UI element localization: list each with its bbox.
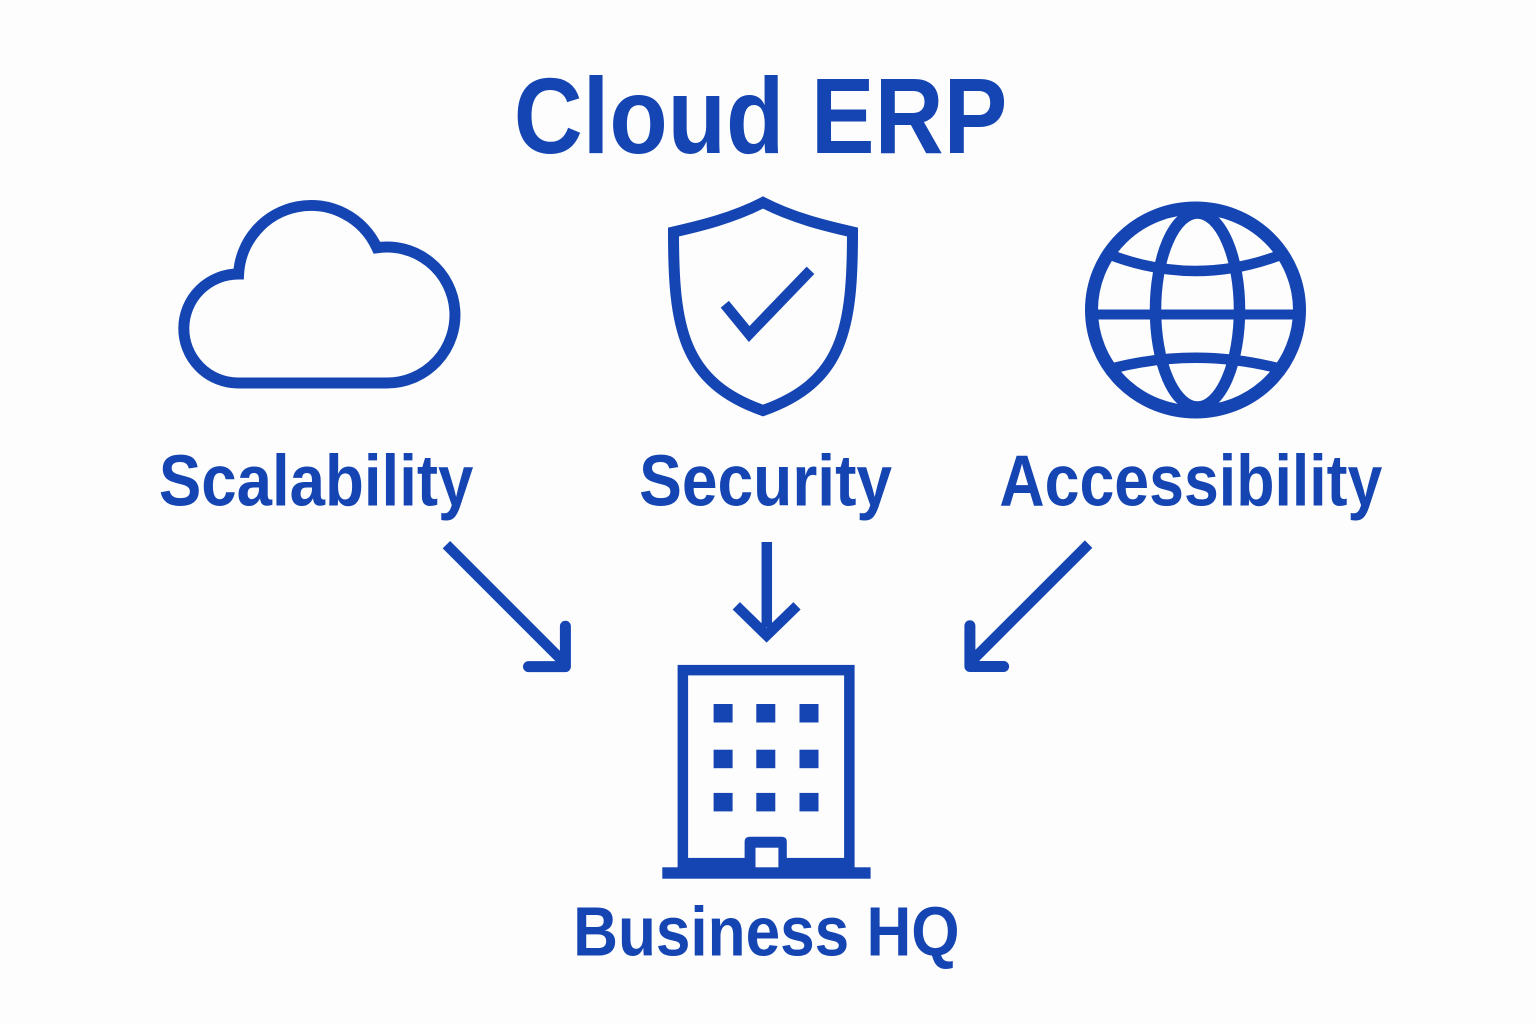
- svg-text:Business HQ: Business HQ: [573, 893, 960, 971]
- svg-text:Security: Security: [639, 441, 892, 522]
- svg-text:Accessibility: Accessibility: [999, 441, 1382, 522]
- svg-text:Scalability: Scalability: [159, 441, 474, 522]
- svg-text:Cloud ERP: Cloud ERP: [514, 55, 1008, 176]
